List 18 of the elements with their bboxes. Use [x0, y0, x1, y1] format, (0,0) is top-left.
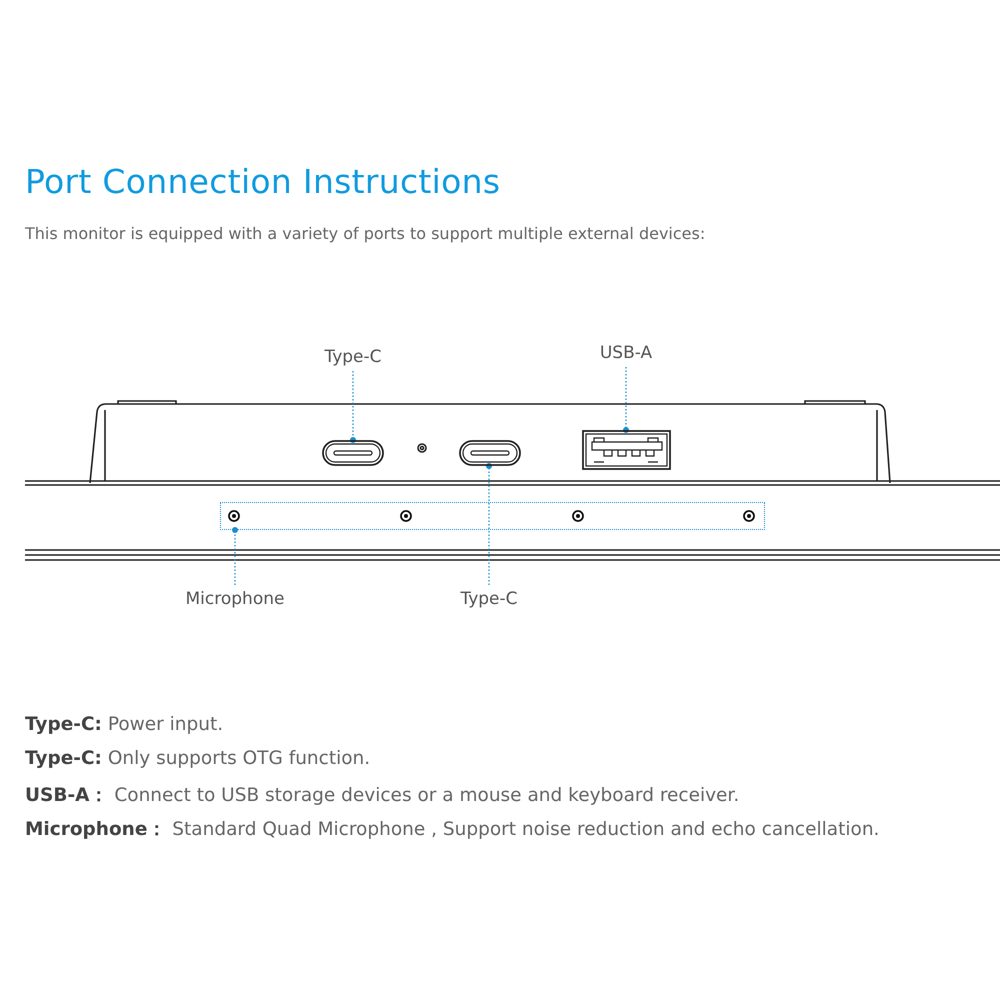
- port-description: Type-C: Power input.: [25, 714, 224, 735]
- port-description: Type-C: Only supports OTG function.: [25, 748, 370, 769]
- intro-text: This monitor is equipped with a variety of ports to support multiple external devices:: [25, 224, 706, 243]
- page-title: Port Connection Instructions: [25, 162, 500, 201]
- usb-c-port-icon: [322, 440, 384, 466]
- microphone-group-box: [220, 502, 765, 530]
- port-label: Type-C: [455, 589, 523, 609]
- port-description: Microphone： Standard Quad Microphone , Support noise reduction and echo cancellation.: [25, 818, 880, 841]
- port-label: USB-A: [594, 343, 658, 363]
- leader-line: [350, 371, 356, 443]
- port-label: Type-C: [320, 347, 386, 367]
- leader-line: [232, 527, 238, 585]
- usb-c-port-icon: [459, 440, 521, 466]
- usb-a-port-icon: [582, 430, 671, 470]
- port-description: USB-A： Connect to USB storage devices or a mouse and keyboard receiver.: [25, 784, 740, 807]
- port-label: Microphone: [180, 589, 290, 609]
- leader-line: [623, 367, 629, 433]
- leader-line: [486, 463, 492, 585]
